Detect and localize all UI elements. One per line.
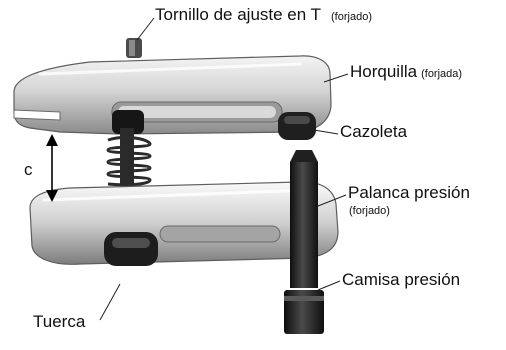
dimension-arrow-c xyxy=(46,134,58,202)
leader-lines xyxy=(99,17,349,321)
leader-cazoleta xyxy=(313,129,339,135)
label-pressure-lever: Palanca presión xyxy=(348,183,470,202)
label-t-adjust-screw-note: (forjado) xyxy=(331,11,372,23)
label-fork: Horquilla(forjada) xyxy=(350,62,462,82)
leader-palanca xyxy=(317,194,347,207)
upper-fork xyxy=(13,55,332,135)
t-screw-head xyxy=(126,38,142,58)
leader-camisa xyxy=(317,280,341,291)
label-dimension-c: c xyxy=(24,160,33,179)
spring xyxy=(106,110,152,187)
label-cup: Cazoleta xyxy=(340,122,408,141)
leader-horquilla xyxy=(323,73,349,83)
label-t-adjust-screw-main: Tornillo de ajuste en T xyxy=(155,5,322,24)
leader-tornillo xyxy=(136,17,155,41)
label-pressure-sleeve: Camisa presión xyxy=(342,270,461,289)
pressure-bolt xyxy=(284,150,324,334)
cup xyxy=(278,112,316,140)
label-t-adjust-screw: Tornillo de ajuste en T (forjado) xyxy=(155,5,372,25)
label-fork-main: Horquilla xyxy=(350,62,418,81)
label-nut: Tuerca xyxy=(33,312,86,331)
label-fork-note: (forjada) xyxy=(421,68,463,80)
leader-tuerca xyxy=(99,283,121,321)
label-pressure-lever-note: (forjado) xyxy=(349,205,390,217)
nut xyxy=(104,232,158,266)
